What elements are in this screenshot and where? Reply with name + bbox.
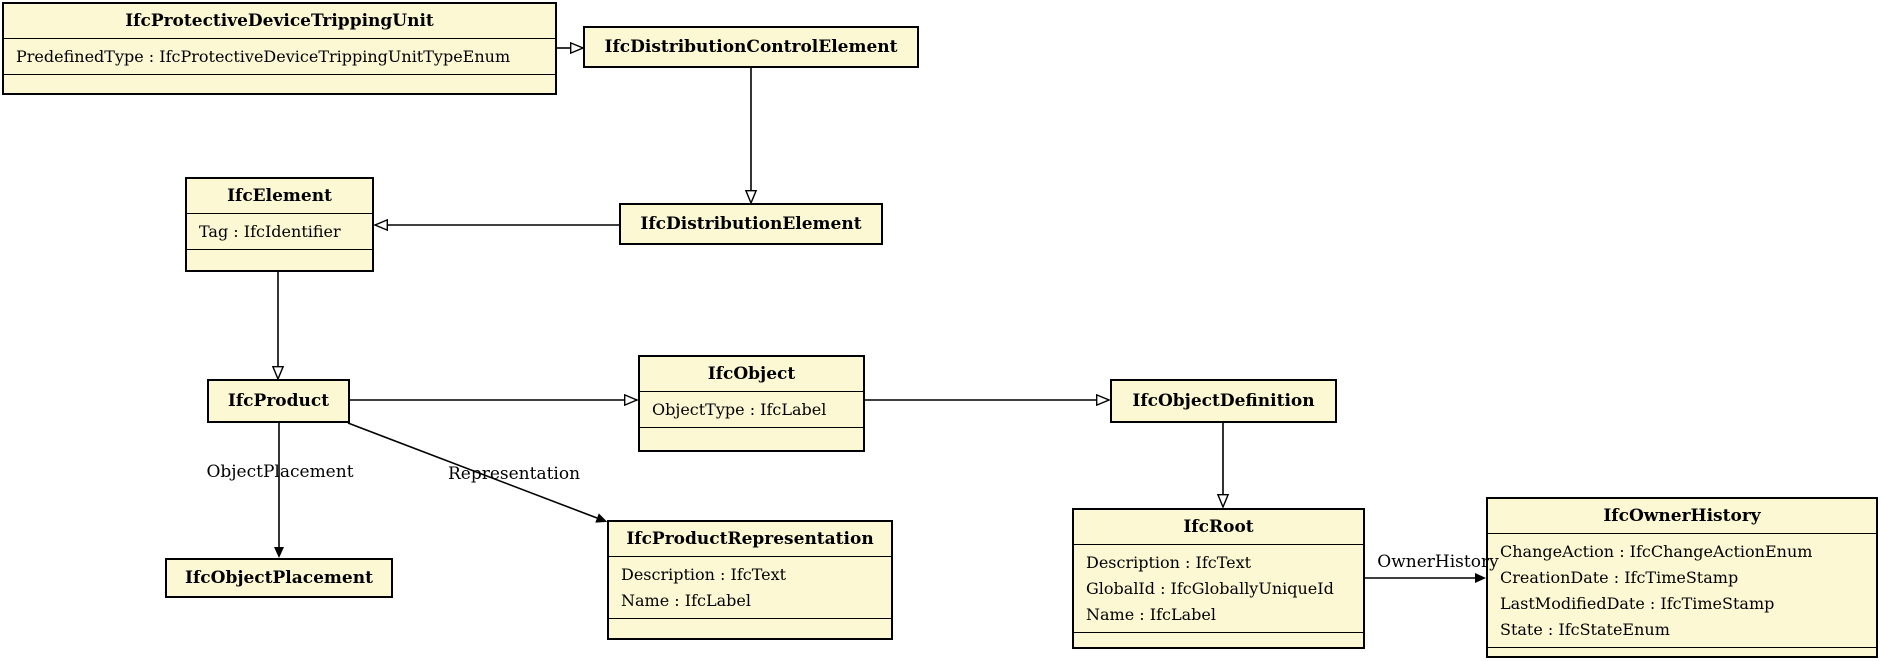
class-attribute: Name : IfcLabel	[621, 591, 751, 610]
class-attribute: LastModifiedDate : IfcTimeStamp	[1500, 594, 1775, 613]
class-attribute: State : IfcStateEnum	[1500, 620, 1670, 639]
class-operations-empty	[1488, 647, 1876, 660]
class-attributes: PredefinedType : IfcProtectiveDeviceTrip…	[4, 38, 555, 74]
class-attribute: Name : IfcLabel	[1086, 605, 1216, 624]
edge-label-objectplacement: ObjectPlacement	[206, 462, 354, 482]
class-attribute: ObjectType : IfcLabel	[652, 400, 827, 419]
class-operations-empty	[4, 74, 555, 93]
class-title: IfcObjectPlacement	[185, 568, 373, 588]
class-title: IfcProductRepresentation	[626, 529, 874, 549]
class-title: IfcRoot	[1183, 517, 1254, 537]
class-box-ifcproductrepresentation[interactable]: IfcProductRepresentation Description : I…	[607, 520, 893, 640]
class-operations-empty	[187, 249, 372, 270]
class-attributes: ObjectType : IfcLabel	[640, 391, 863, 427]
class-attributes: Description : IfcText GlobalId : IfcGlob…	[1074, 544, 1363, 632]
class-box-ifcownerhistory[interactable]: IfcOwnerHistory ChangeAction : IfcChange…	[1486, 497, 1878, 658]
class-title: IfcObject	[707, 364, 796, 384]
class-title: IfcDistributionElement	[640, 214, 862, 234]
class-title: IfcObjectDefinition	[1132, 391, 1315, 411]
class-title: IfcElement	[227, 186, 332, 206]
class-attributes: Description : IfcText Name : IfcLabel	[609, 556, 891, 618]
class-attribute: Tag : IfcIdentifier	[199, 222, 341, 241]
class-attributes: ChangeAction : IfcChangeActionEnum Creat…	[1488, 533, 1876, 647]
class-attribute: Description : IfcText	[621, 565, 787, 584]
class-box-ifcobject[interactable]: IfcObject ObjectType : IfcLabel	[638, 355, 865, 452]
class-attributes: Tag : IfcIdentifier	[187, 213, 372, 249]
class-title: IfcOwnerHistory	[1603, 506, 1761, 526]
class-attribute: GlobalId : IfcGloballyUniqueId	[1086, 579, 1334, 598]
class-operations-empty	[609, 618, 891, 638]
class-operations-empty	[640, 427, 863, 450]
class-attribute: Description : IfcText	[1086, 553, 1252, 572]
class-box-ifcdistributioncontrolelement[interactable]: IfcDistributionControlElement	[583, 26, 919, 68]
class-box-ifcroot[interactable]: IfcRoot Description : IfcText GlobalId :…	[1072, 508, 1365, 649]
class-box-ifcobjectdefinition[interactable]: IfcObjectDefinition	[1110, 379, 1337, 423]
class-box-ifcdistributionelement[interactable]: IfcDistributionElement	[619, 203, 883, 245]
class-attribute: PredefinedType : IfcProtectiveDeviceTrip…	[16, 47, 511, 66]
class-box-ifcprotectivedevicetrippingunit[interactable]: IfcProtectiveDeviceTrippingUnit Predefin…	[2, 2, 557, 95]
class-box-ifcobjectplacement[interactable]: IfcObjectPlacement	[165, 558, 393, 598]
class-attribute: CreationDate : IfcTimeStamp	[1500, 568, 1739, 587]
class-box-ifcproduct[interactable]: IfcProduct	[207, 379, 350, 423]
class-title: IfcDistributionControlElement	[604, 37, 898, 57]
class-box-ifcelement[interactable]: IfcElement Tag : IfcIdentifier	[185, 177, 374, 272]
edge-label-ownerhistory: OwnerHistory	[1377, 552, 1499, 572]
class-attribute: ChangeAction : IfcChangeActionEnum	[1500, 542, 1813, 561]
class-operations-empty	[1074, 632, 1363, 647]
class-title: IfcProduct	[227, 391, 330, 411]
edge-label-representation: Representation	[447, 464, 581, 484]
class-title: IfcProtectiveDeviceTrippingUnit	[125, 11, 434, 31]
